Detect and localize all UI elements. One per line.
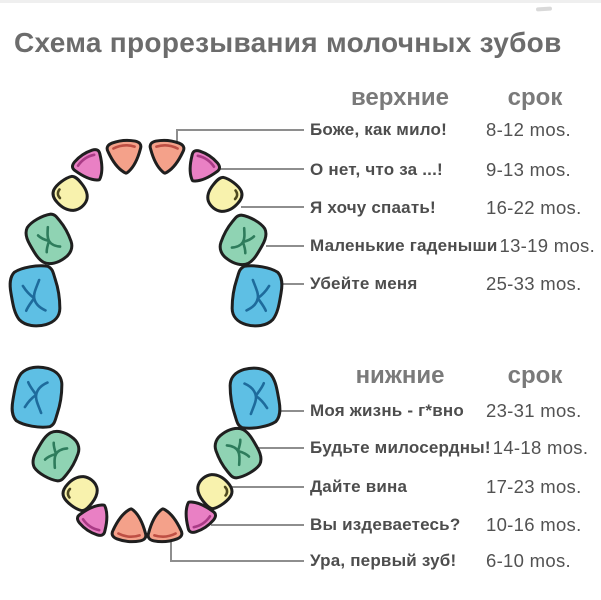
- tooth-lower-left-canine: [61, 475, 99, 513]
- tooth-upper-left-first-molar: [24, 212, 74, 266]
- page-title: Схема прорезывания молочных зубов: [14, 27, 562, 58]
- tooth-caption: Маленькие гаденыши: [310, 236, 498, 255]
- tooth-upper-left-central-incisor: [105, 138, 143, 175]
- upper-row: О нет, что за ...! 9-13 mos.: [310, 159, 600, 181]
- tooth-upper-right-central-incisor: [148, 138, 186, 175]
- tooth-caption: Я хочу спаать!: [310, 198, 436, 217]
- eruption-term: 17-23 mos.: [486, 476, 582, 497]
- tooth-lower-right-second-molar: [228, 366, 282, 430]
- tooth-caption: Дайте вина: [310, 477, 408, 496]
- tooth-lower-right-lateral-incisor: [184, 500, 218, 534]
- tooth-caption: Боже, как мило!: [310, 120, 447, 139]
- tooth-caption: Будьте милосердны!: [310, 438, 491, 457]
- tooth-caption: Вы издеваетесь?: [310, 515, 461, 534]
- tooth-lower-left-first-molar: [31, 429, 81, 483]
- tooth-lower-left-central-incisor: [110, 507, 148, 544]
- tooth-caption: Ура, первый зуб!: [310, 551, 457, 570]
- tooth-upper-left-canine: [51, 174, 89, 212]
- tooth-upper-right-canine: [206, 175, 244, 213]
- tooth-caption: Убейте меня: [310, 274, 418, 293]
- upper-row: Маленькие гаденыши 13-19 mos.: [310, 235, 600, 257]
- top-border-artifact: [0, 0, 601, 3]
- lower-row: Вы издеваетесь? 10-16 mos.: [310, 514, 600, 536]
- lower-section-header: нижние: [355, 362, 445, 389]
- eruption-term: 6-10 mos.: [486, 550, 571, 571]
- eruption-term: 10-16 mos.: [486, 514, 582, 535]
- eruption-term: 13-19 mos.: [499, 235, 596, 256]
- eruption-term: 16-22 mos.: [486, 197, 582, 218]
- lower-arch: [10, 365, 282, 544]
- upper-section-header: верхние: [350, 84, 450, 111]
- tooth-caption: Моя жизнь - г*вно: [310, 401, 464, 420]
- eruption-term: 8-12 mos.: [486, 119, 571, 140]
- tooth-upper-left-lateral-incisor: [70, 148, 104, 182]
- upper-row: Убейте меня 25-33 mos.: [310, 273, 600, 295]
- lower-row: Дайте вина 17-23 mos.: [310, 476, 600, 498]
- tooth-lower-right-central-incisor: [146, 507, 184, 544]
- tooth-upper-left-second-molar: [8, 264, 62, 328]
- tooth-lower-right-canine: [196, 473, 234, 511]
- tooth-lower-left-second-molar: [10, 365, 64, 429]
- lower-row: Будьте милосердны! 14-18 mos.: [310, 437, 600, 459]
- eruption-term: 25-33 mos.: [486, 273, 582, 294]
- connector-line: [176, 129, 304, 142]
- tooth-caption: О нет, что за ...!: [310, 160, 443, 179]
- tooth-lower-left-lateral-incisor: [75, 503, 109, 537]
- eruption-term: 9-13 mos.: [486, 159, 571, 180]
- lower-row: Моя жизнь - г*вно 23-31 mos.: [310, 400, 600, 422]
- tooth-upper-right-lateral-incisor: [188, 149, 222, 183]
- eruption-term: 14-18 mos.: [492, 437, 589, 458]
- upper-row: Я хочу спаать! 16-22 mos.: [310, 197, 600, 219]
- lower-row: Ура, первый зуб! 6-10 mos.: [310, 550, 600, 572]
- tooth-lower-right-first-molar: [213, 426, 263, 480]
- lower-term-header: срок: [507, 362, 563, 389]
- eruption-term: 23-31 mos.: [486, 400, 582, 421]
- upper-row: Боже, как мило! 8-12 mos.: [310, 119, 600, 141]
- tooth-upper-right-second-molar: [230, 264, 284, 328]
- tooth-upper-right-first-molar: [218, 213, 268, 267]
- upper-arch: [8, 138, 284, 328]
- upper-term-header: срок: [507, 84, 563, 111]
- connector-line: [170, 540, 304, 562]
